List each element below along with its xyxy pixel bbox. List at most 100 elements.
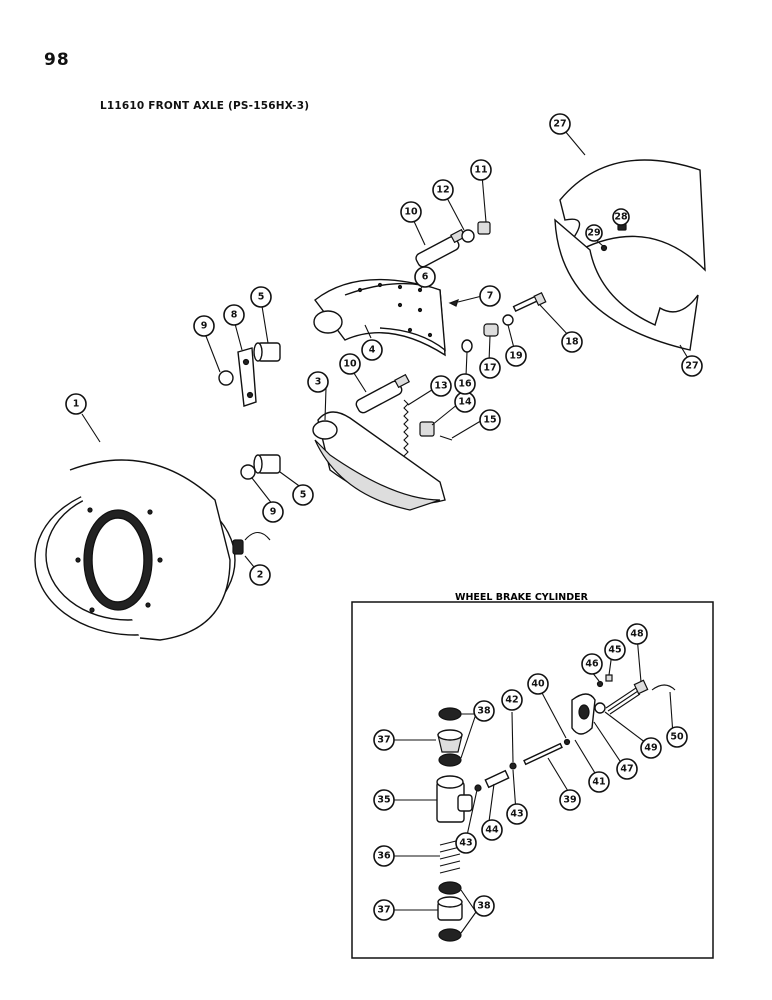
- backing-plate: [554, 159, 706, 351]
- wheel-cylinder-parts: [436, 674, 676, 942]
- svg-text:16: 16: [458, 379, 472, 390]
- svg-text:3: 3: [315, 377, 322, 388]
- svg-text:29: 29: [587, 228, 600, 239]
- washer-19: [502, 314, 514, 326]
- svg-text:2: 2: [257, 570, 264, 581]
- callout-18: 18: [561, 331, 583, 353]
- bushing-lower: [253, 454, 281, 474]
- svg-text:1: 1: [73, 399, 80, 410]
- washer-16: [461, 339, 473, 353]
- anchor-pin-upper: [415, 228, 466, 268]
- callout-38a: 38: [473, 700, 495, 722]
- callout-2: 2: [249, 564, 271, 586]
- callout-14: 14: [454, 391, 476, 413]
- callout-45: 45: [604, 639, 626, 661]
- ring-upper: [218, 370, 234, 386]
- callout-1: 1: [65, 393, 87, 415]
- ring-lower: [240, 464, 256, 480]
- svg-text:28: 28: [614, 212, 628, 223]
- callout-9a: 9: [193, 315, 215, 337]
- svg-text:46: 46: [585, 659, 599, 670]
- washer-12: [461, 229, 475, 243]
- callout-4: 4: [361, 339, 383, 361]
- svg-text:14: 14: [458, 397, 472, 408]
- bolt-18: [512, 291, 547, 312]
- callout-27b: 27: [681, 355, 703, 377]
- svg-text:18: 18: [565, 337, 579, 348]
- svg-text:27: 27: [553, 119, 566, 130]
- callout-39: 39: [559, 789, 581, 811]
- svg-text:11: 11: [474, 165, 487, 176]
- page-number: 98: [44, 50, 70, 70]
- callout-46: 46: [581, 653, 603, 675]
- svg-text:42: 42: [505, 695, 518, 706]
- svg-text:37: 37: [377, 735, 390, 746]
- callout-9b: 9: [262, 501, 284, 523]
- svg-text:43: 43: [459, 838, 472, 849]
- callout-36: 36: [373, 845, 395, 867]
- inset-frame: [351, 601, 714, 959]
- svg-text:49: 49: [644, 743, 657, 754]
- callout-37a: 37: [373, 729, 395, 751]
- svg-text:38: 38: [477, 901, 491, 912]
- link-plate: [237, 347, 257, 407]
- pin-7: [448, 298, 459, 307]
- svg-text:9: 9: [270, 507, 277, 518]
- svg-text:10: 10: [404, 207, 418, 218]
- svg-text:45: 45: [608, 645, 621, 656]
- svg-text:17: 17: [483, 363, 496, 374]
- svg-text:12: 12: [436, 185, 449, 196]
- svg-text:50: 50: [670, 732, 684, 743]
- callout-43b: 43: [506, 803, 528, 825]
- svg-text:5: 5: [300, 490, 307, 501]
- callout-28: 28: [612, 208, 630, 226]
- callout-17: 17: [479, 357, 501, 379]
- svg-text:4: 4: [369, 345, 376, 356]
- callout-35: 35: [373, 789, 395, 811]
- callout-5b: 5: [292, 484, 314, 506]
- callout-49: 49: [640, 737, 662, 759]
- svg-text:10: 10: [343, 359, 357, 370]
- bushing-upper: [253, 342, 281, 362]
- upper-brake-shoe: [313, 278, 446, 357]
- nut-11: [477, 221, 491, 235]
- callout-6: 6: [414, 266, 436, 288]
- svg-text:38: 38: [477, 706, 491, 717]
- callout-12: 12: [432, 179, 454, 201]
- anchor-pin-lower: [355, 373, 410, 414]
- svg-text:7: 7: [487, 291, 494, 302]
- inset-title: WHEEL BRAKE CYLINDER: [455, 592, 589, 603]
- callout-16: 16: [454, 373, 476, 395]
- svg-text:8: 8: [231, 310, 238, 321]
- callout-50: 50: [666, 726, 688, 748]
- svg-text:44: 44: [485, 825, 499, 836]
- svg-text:47: 47: [620, 764, 633, 775]
- callout-3: 3: [307, 371, 329, 393]
- callout-15: 15: [479, 409, 501, 431]
- diagram-title: L11610 FRONT AXLE (PS-156HX-3): [100, 100, 310, 112]
- clip-14: [419, 421, 435, 437]
- callout-29: 29: [585, 224, 603, 242]
- callout-47: 47: [616, 758, 638, 780]
- callout-37b: 37: [373, 899, 395, 921]
- drum-bolt: [232, 531, 271, 555]
- callout-43a: 43: [455, 832, 477, 854]
- svg-text:40: 40: [531, 679, 545, 690]
- callout-48: 48: [626, 623, 648, 645]
- callout-27a: 27: [549, 113, 571, 135]
- callout-44: 44: [481, 819, 503, 841]
- callout-41: 41: [588, 771, 610, 793]
- callout-10b: 10: [339, 353, 361, 375]
- spring-17: [483, 323, 499, 337]
- svg-text:9: 9: [201, 321, 208, 332]
- svg-text:13: 13: [434, 381, 447, 392]
- callout-42: 42: [501, 689, 523, 711]
- svg-text:5: 5: [258, 292, 265, 303]
- svg-text:37: 37: [377, 905, 390, 916]
- svg-text:27: 27: [685, 361, 698, 372]
- svg-text:48: 48: [630, 629, 644, 640]
- callout-8: 8: [223, 304, 245, 326]
- callout-19: 19: [505, 345, 527, 367]
- svg-text:39: 39: [563, 795, 576, 806]
- svg-text:35: 35: [377, 795, 390, 806]
